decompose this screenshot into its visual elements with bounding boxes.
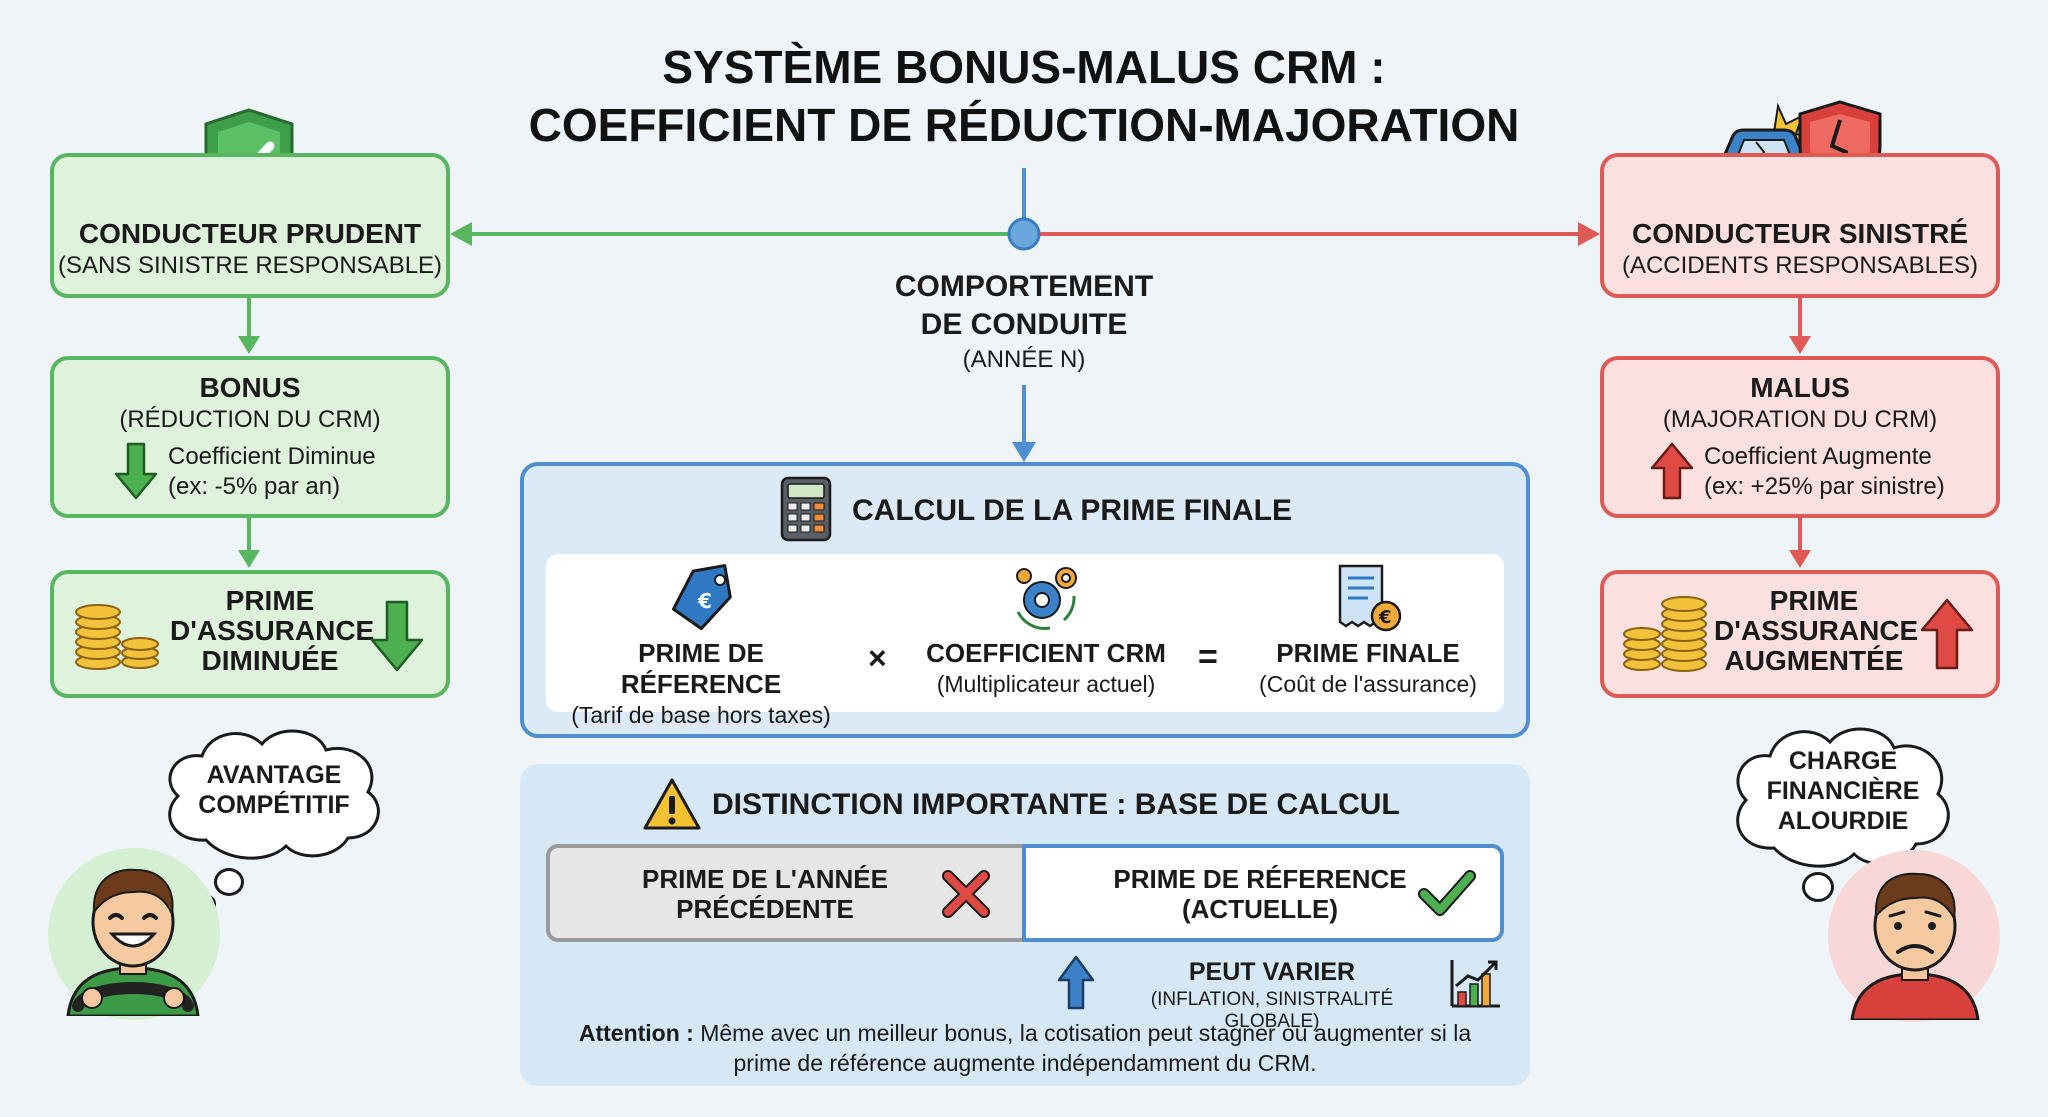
right-base-label: PRIME DE RÉFERENCE (ACTUELLE) xyxy=(1113,864,1407,924)
prime-augmentee-label: PRIME D'ASSURANCE AUGMENTÉE xyxy=(1714,585,1919,676)
svg-text:€: € xyxy=(697,589,712,613)
sinistre-driver-label: CONDUCTEUR SINISTRÉ (ACCIDENTS RESPONSAB… xyxy=(1621,218,1979,279)
attention-note: Attention : Même avec un meilleur bonus,… xyxy=(578,1020,1472,1076)
receipt-euro-icon: € xyxy=(1338,564,1402,632)
thought-bubble-dot xyxy=(214,868,244,896)
coins-icon xyxy=(1623,596,1707,672)
distinction-title: DISTINCTION IMPORTANTE : BASE DE CALCUL xyxy=(712,788,1400,821)
svg-text:€: € xyxy=(1378,607,1392,628)
center-node xyxy=(1007,217,1041,251)
prime-diminuee-label: PRIME D'ASSURANCE DIMINUÉE xyxy=(170,585,375,676)
arrow-up-icon xyxy=(1057,955,1095,1010)
term-prime-finale: PRIME FINALE (Coût de l'assurance) xyxy=(1259,638,1477,697)
wrong-base-label: PRIME DE L'ANNÉE PRÉCÉDENTE xyxy=(642,864,888,924)
price-tag-icon: € xyxy=(671,564,732,631)
arrow-up-icon xyxy=(1920,598,1974,670)
calc-title: CALCUL DE LA PRIME FINALE xyxy=(852,494,1292,527)
term-prime-reference: PRIME DE RÉFERENCE (Tarif de base hors t… xyxy=(571,638,831,728)
bonus-label: BONUS (RÉDUCTION DU CRM) xyxy=(119,372,381,433)
cross-icon xyxy=(942,870,990,918)
equals-operator: = xyxy=(1198,638,1218,676)
thought-text: CHARGE FINANCIÈRE ALOURDIE xyxy=(1766,747,1920,835)
vary-label: PEUT VARIER (INFLATION, SINISTRALITÉ GLO… xyxy=(1150,958,1394,1032)
sad-driver-icon xyxy=(1850,872,1980,1020)
coins-icon xyxy=(75,604,159,670)
happy-driver-icon xyxy=(66,868,200,1016)
bonus-box xyxy=(50,356,450,518)
warning-icon xyxy=(643,778,701,830)
bonus-detail: Coefficient Diminue (ex: -5% par an) xyxy=(168,443,376,500)
gears-icon xyxy=(1016,567,1077,630)
arrow-down-icon xyxy=(370,600,424,672)
check-icon xyxy=(1418,870,1476,916)
multiply-operator: × xyxy=(868,640,887,676)
thought-bubble-dot xyxy=(1802,872,1834,902)
prudent-driver-label: CONDUCTEUR PRUDENT (SANS SINISTRE RESPON… xyxy=(57,218,443,279)
malus-label: MALUS (MAJORATION DU CRM) xyxy=(1662,372,1938,433)
thought-text: AVANTAGE COMPÉTITIF xyxy=(198,761,350,819)
page-title: SYSTÈME BONUS-MALUS CRM : COEFFICIENT DE… xyxy=(528,41,1520,151)
sinistre-driver-box xyxy=(1600,153,2000,298)
prudent-driver-box xyxy=(50,153,450,298)
malus-detail: Coefficient Augmente (ex: +25% par sinis… xyxy=(1704,443,1945,500)
wrong-base-box xyxy=(546,844,1024,942)
bar-chart-trend-icon xyxy=(1450,960,1500,1008)
term-coefficient-crm: COEFFICIENT CRM (Multiplicateur actuel) xyxy=(926,638,1166,697)
conduct-label: COMPORTEMENT DE CONDUITE (ANNÉE N) xyxy=(894,270,1154,373)
arrow-down-icon xyxy=(114,442,158,500)
calculator-icon xyxy=(780,476,832,542)
arrow-up-icon xyxy=(1650,442,1694,500)
thought-cloud xyxy=(168,729,380,860)
